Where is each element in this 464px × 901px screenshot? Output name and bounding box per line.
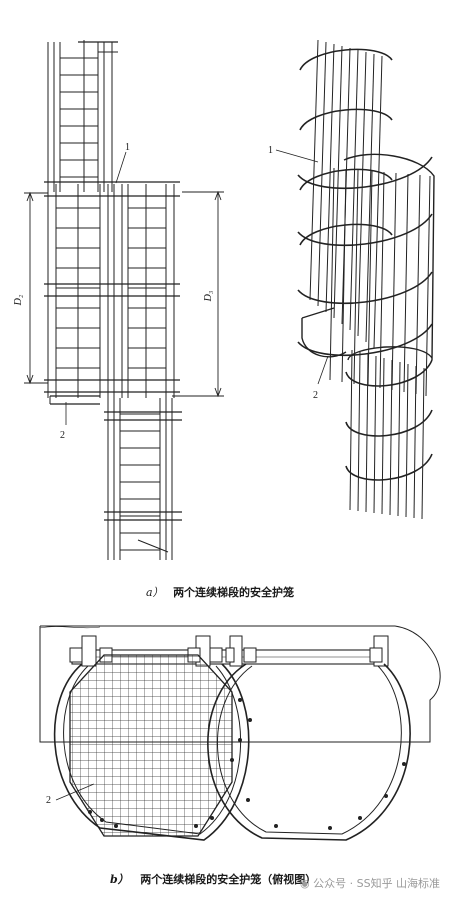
leader-line-2-top (55, 783, 95, 801)
iso-upper-bar (325, 43, 335, 313)
wechat-icon: ◉ (300, 877, 310, 890)
bolt-dot (238, 738, 242, 742)
leader-line-1 (115, 151, 127, 184)
iso-lower-bar (397, 361, 401, 517)
iso-middle-hoop (297, 213, 433, 247)
callout-2-left: 2 (60, 430, 65, 441)
cage-hoop-left (53, 663, 250, 841)
iso-platform (301, 318, 347, 358)
iso-middle-bar (403, 173, 409, 393)
ladder-cage-front-view (44, 40, 182, 560)
figure-b-label: b） (110, 873, 129, 886)
bolt-dot (358, 816, 362, 820)
iso-lower-top (347, 346, 433, 361)
top-view-bolts (88, 698, 406, 830)
dimension-d2 (24, 191, 48, 385)
figure-a-caption-text: 两个连续梯段的安全护笼 (173, 586, 295, 599)
callout-1-right: 1 (268, 145, 273, 156)
iso-lower-bar (373, 355, 377, 514)
iso-middle-hoop (297, 271, 433, 305)
dimension-d3 (172, 190, 224, 398)
iso-lower-hoop (345, 409, 433, 437)
iso-platform (301, 307, 335, 319)
callout-1-left: 1 (125, 142, 130, 153)
bolt-dot (230, 758, 234, 762)
iso-middle-bar (391, 172, 397, 391)
iso-middle-bar (341, 168, 347, 383)
iso-upper-bar (373, 55, 383, 349)
bolt-dot (210, 816, 214, 820)
dimension-label-d2: D₂ (13, 294, 24, 306)
iso-lower-hoop (345, 453, 433, 481)
ladder-platform-mesh (70, 655, 232, 836)
iso-middle-bar (367, 170, 373, 387)
watermark-text: 公众号 · SS知乎 山海标准 (313, 877, 441, 890)
iso-upper-hoop (299, 108, 393, 131)
ladder-cage-isometric-view (297, 39, 435, 520)
iso-upper-bar (357, 51, 367, 337)
leader-line-1-iso (275, 149, 319, 163)
iso-lower-bar (365, 353, 369, 513)
iso-lower-bar (405, 363, 409, 518)
bolt-dot (246, 798, 250, 802)
bolt-dot (274, 824, 278, 828)
iso-lower-bar (413, 365, 417, 519)
figure-a-label: a） (146, 586, 164, 599)
bolt-dot (194, 824, 198, 828)
iso-upper-bar (333, 45, 343, 319)
iso-middle-bar (379, 171, 385, 389)
iso-middle-hoop (297, 156, 433, 190)
figure-a-caption: a） 两个连续梯段的安全护笼 (146, 584, 294, 600)
iso-lower-bar (421, 367, 425, 520)
leader-line-2-iso (317, 355, 329, 385)
bolt-dot (248, 718, 252, 722)
callout-2-right: 2 (313, 390, 318, 401)
callout-2-top: 2 (46, 795, 51, 806)
iso-cage-edge (343, 153, 435, 361)
iso-upper-hoop (299, 168, 393, 191)
figure-b-caption: b） 两个连续梯段的安全护笼（俯视图） (110, 871, 316, 887)
top-view-wall (39, 625, 441, 743)
iso-middle-bar (329, 167, 335, 381)
iso-upper-hoop (299, 48, 393, 71)
iso-upper-bar (365, 53, 375, 343)
iso-middle-bar (353, 169, 359, 385)
bolt-dot (100, 818, 104, 822)
bolt-dot (114, 824, 118, 828)
cage-hoop-right (207, 663, 411, 841)
lower-ladder-foot (137, 539, 169, 553)
bolt-dot (88, 810, 92, 814)
ladder-platform-outline (69, 654, 233, 837)
iso-lower-bar (357, 351, 361, 512)
figure-b-caption-text: 两个连续梯段的安全护笼（俯视图） (140, 873, 317, 886)
iso-middle-bar (425, 175, 431, 397)
iso-lower-hoop (345, 359, 433, 387)
bolt-dot (238, 698, 242, 702)
iso-upper-bar (349, 49, 359, 331)
dimension-label-d3: D₃ (203, 290, 214, 302)
bolt-dot (328, 826, 332, 830)
iso-lower-bar (389, 359, 393, 516)
iso-upper-bar (309, 39, 319, 301)
watermark: ◉ 公众号 · SS知乎 山海标准 (300, 875, 440, 891)
bolt-dot (402, 762, 406, 766)
bolt-dot (384, 794, 388, 798)
